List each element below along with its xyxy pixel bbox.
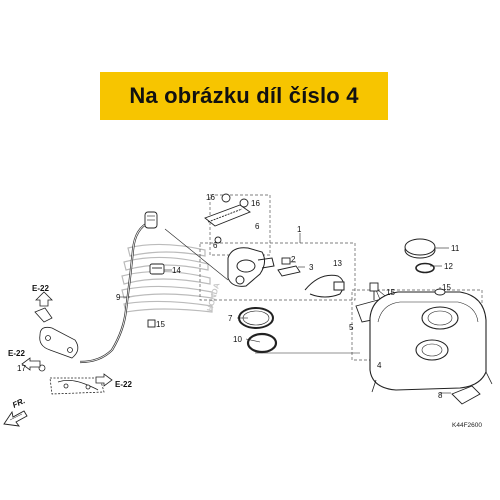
title-banner: Na obrázku díl číslo 4 (100, 72, 388, 120)
ref-arrow-up (35, 291, 53, 307)
gasket-part-7 (238, 307, 274, 329)
part-label: 2 (291, 255, 296, 264)
drawing-code: K44F2600 (452, 422, 482, 429)
front-label: FR. (11, 396, 26, 410)
bracket-part-8 (451, 385, 481, 405)
part-label: 8 (438, 391, 443, 400)
part-label: 6 (213, 241, 218, 250)
bolt-part-15 (147, 282, 379, 328)
bracket-assembly (34, 307, 79, 372)
bolt-part-16 (221, 193, 249, 208)
part-label: 9 (116, 293, 121, 302)
hose-connector (144, 211, 158, 229)
part-label: 15 (386, 288, 395, 297)
ref-arrows (21, 357, 113, 387)
fuel-pump-unit (227, 247, 275, 287)
plate-part-6 (204, 204, 251, 244)
ref-label: E-22 (32, 284, 49, 293)
part-label: 1 (297, 225, 302, 234)
harness-part-13 (304, 274, 345, 298)
part-label: 11 (451, 244, 460, 253)
part-label: 10 (233, 335, 242, 344)
clip-part-14 (149, 263, 165, 275)
bolt-part-15-b (434, 288, 446, 296)
part-label: 14 (172, 266, 181, 275)
part-label: 6 (255, 222, 260, 231)
part-label: 15 (442, 283, 451, 292)
small-parts-2-3 (277, 257, 301, 277)
part-label: 17 (17, 364, 26, 373)
fuel-hose (79, 220, 151, 364)
honda-wing-logo (121, 243, 213, 313)
part-label: 4 (377, 361, 382, 370)
ref-label: E-22 (115, 380, 132, 389)
gasket-part-12 (415, 262, 435, 274)
part-label: 12 (444, 262, 453, 271)
callout-box-6 (209, 194, 271, 256)
fuel-tank-part-4 (369, 291, 493, 393)
cap-part-11 (404, 238, 436, 259)
ref-label: E-22 (8, 349, 25, 358)
ring-part-10 (246, 332, 278, 354)
part-label: 5 (349, 323, 354, 332)
title-text: Na obrázku díl číslo 4 (129, 83, 359, 108)
front-direction-arrow (3, 410, 28, 427)
lower-bracket (49, 377, 105, 395)
part-label: 13 (333, 259, 342, 268)
part-label: 15 (156, 320, 165, 329)
part-label: 16 (206, 193, 215, 202)
callout-box-1 (199, 242, 356, 301)
part-label: 3 (309, 263, 314, 272)
part-label: 16 (251, 199, 260, 208)
part-labels: 1 2 3 4 5 6 6 7 8 9 10 11 12 13 14 15 15… (17, 193, 460, 400)
part-label: 7 (228, 314, 233, 323)
